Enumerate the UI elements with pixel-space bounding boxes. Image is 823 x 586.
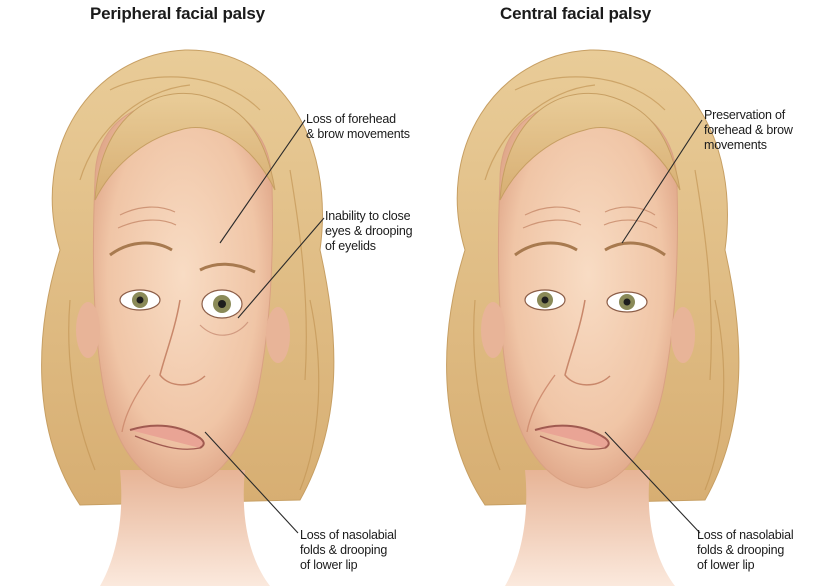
label-forehead-loss: Loss of forehead & brow movements bbox=[306, 112, 410, 142]
peripheral-title: Peripheral facial palsy bbox=[90, 4, 265, 24]
label-nasolabial-left: Loss of nasolabial folds & drooping of l… bbox=[300, 528, 396, 573]
central-title: Central facial palsy bbox=[500, 4, 651, 24]
label-nasolabial-right: Loss of nasolabial folds & drooping of l… bbox=[697, 528, 793, 573]
peripheral-face-figure bbox=[42, 50, 334, 586]
label-eye-closure: Inability to close eyes & drooping of ey… bbox=[325, 209, 412, 254]
label-forehead-preservation: Preservation of forehead & brow movement… bbox=[704, 108, 793, 153]
